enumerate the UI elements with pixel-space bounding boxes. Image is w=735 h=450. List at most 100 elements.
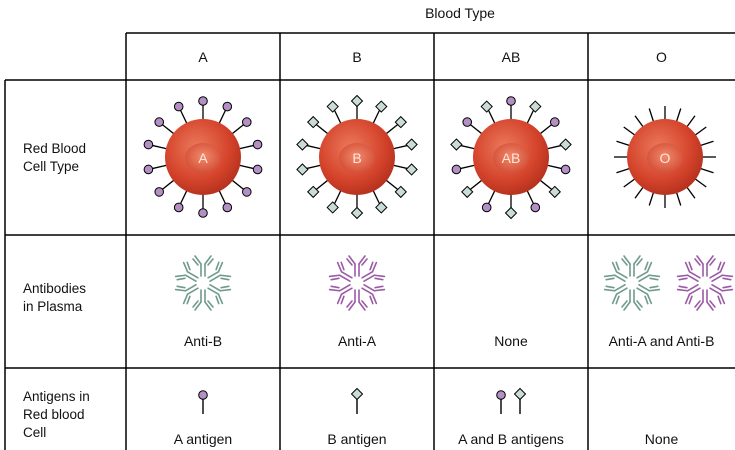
antigen-stem xyxy=(460,144,477,150)
antibody-caption-b: Anti-A xyxy=(337,333,377,349)
antigen-caption-o: None xyxy=(644,431,679,447)
antibody-caption-ab: None xyxy=(494,333,528,349)
antigen-stem xyxy=(545,164,562,170)
antigen-stem xyxy=(372,189,381,205)
antigen-b-marker xyxy=(405,163,418,176)
antigen-stem xyxy=(152,144,169,150)
row-label-antibodies-in-plasma: Antibodies in Plasma xyxy=(23,281,87,314)
antigen-a-marker xyxy=(241,187,252,197)
antigen-stem xyxy=(230,124,245,136)
anti-b-antibody xyxy=(174,261,199,283)
antigen-b-marker xyxy=(326,100,339,113)
antigen-a-marker xyxy=(198,208,208,218)
anti-a-antibody xyxy=(694,255,716,277)
antigen-a-marker xyxy=(222,101,233,112)
antigen-stem xyxy=(306,164,323,170)
antigen-a-marker xyxy=(496,390,506,400)
antigen-stem xyxy=(685,185,696,199)
antigen-stem xyxy=(648,191,655,206)
antigen-stem xyxy=(218,189,227,205)
anti-b-antibody xyxy=(621,289,643,311)
antigen-stem xyxy=(237,144,254,150)
antigen-stem xyxy=(675,108,682,123)
antigen-b-marker xyxy=(350,206,364,220)
antigen-stem xyxy=(693,126,707,137)
chart-title: Blood Type xyxy=(425,5,495,21)
antigen-a-marker xyxy=(222,202,233,213)
antibody-caption-o: Anti-A and Anti-B xyxy=(608,333,715,349)
antigen-stem xyxy=(161,178,176,190)
antigen-stem xyxy=(623,177,637,188)
anti-a-antibody xyxy=(361,261,386,283)
antigen-stem xyxy=(648,108,655,123)
antigen-b-marker xyxy=(307,115,320,129)
antigen-stem xyxy=(634,115,645,129)
anti-a-antibody xyxy=(709,261,734,283)
antigen-a-marker xyxy=(154,187,165,197)
antigen-stem xyxy=(545,144,562,150)
anti-b-antibody xyxy=(603,283,628,305)
antigen-stem xyxy=(675,191,682,206)
antigen-stem xyxy=(634,185,645,199)
antigen-b-marker xyxy=(529,100,542,113)
antigen-a-marker xyxy=(549,117,560,127)
anti-a-antibody xyxy=(328,283,353,305)
antigen-a-marker xyxy=(198,96,208,106)
anti-b-antibody xyxy=(207,261,232,283)
antigen-stem xyxy=(315,124,330,136)
antigen-a-marker xyxy=(198,390,208,400)
anti-b-antibody xyxy=(174,283,199,305)
red-blood-cell-o xyxy=(614,106,716,208)
antigen-stem xyxy=(699,167,714,174)
antigen-a-marker xyxy=(173,202,184,213)
cell-label-ab: AB xyxy=(501,150,521,166)
antigen-stem xyxy=(526,109,535,125)
antigen-stem xyxy=(384,178,399,190)
row-label-red-blood-cell-type: Red Blood Cell Type xyxy=(23,141,87,174)
antigen-stem xyxy=(623,126,637,137)
antigen-b-marker xyxy=(405,138,418,151)
row-label-antigens-in-rbc: Antigens in Red blood Cell xyxy=(23,389,90,440)
cell-label-a: A xyxy=(198,150,208,166)
antigen-stem xyxy=(218,109,227,125)
antigen-stem xyxy=(685,115,696,129)
antigen-b-marker xyxy=(450,138,463,151)
antigen-a-marker xyxy=(173,101,184,112)
antigen-stem xyxy=(487,189,496,205)
antigen-stem xyxy=(333,109,342,125)
antigen-stem xyxy=(469,178,484,190)
antigen-stem xyxy=(333,189,342,205)
antigen-caption-b: B antigen xyxy=(327,431,387,447)
anti-a-antibody xyxy=(676,283,701,305)
red-blood-cell-b xyxy=(296,94,418,220)
antigen-b-marker xyxy=(504,206,518,220)
column-header-ab: AB xyxy=(501,49,521,65)
antigen-a-marker xyxy=(506,96,516,106)
cell-label-o: O xyxy=(659,150,671,166)
antigen-stem xyxy=(391,144,408,150)
antigen-a-marker xyxy=(451,164,462,175)
anti-b-antibody xyxy=(192,255,214,277)
antigen-stem xyxy=(469,124,484,136)
antigen-a-marker xyxy=(143,139,154,150)
antigen-stem xyxy=(616,140,631,147)
anti-a-antibody xyxy=(328,261,353,283)
antigen-a-marker xyxy=(560,164,571,175)
antigen-b-marker xyxy=(548,185,561,199)
antigen-a-marker xyxy=(241,117,252,127)
antigen-b-marker xyxy=(326,201,339,214)
antigen-b-marker xyxy=(559,138,572,151)
antigen-stem xyxy=(487,109,496,125)
antigen-b-marker xyxy=(480,100,493,113)
antigen-b-marker xyxy=(296,138,309,151)
antigen-stem xyxy=(699,140,714,147)
antibody-caption-a: Anti-B xyxy=(183,333,223,349)
antigen-a-marker xyxy=(154,117,165,127)
column-header-a: A xyxy=(198,49,208,65)
antigen-b-marker xyxy=(394,115,407,129)
anti-b-antibody xyxy=(636,261,661,283)
antigen-a-marker xyxy=(530,202,541,213)
anti-b-antibody xyxy=(192,289,214,311)
antigen-b-marker xyxy=(307,185,320,199)
anti-b-antibody xyxy=(603,261,628,283)
